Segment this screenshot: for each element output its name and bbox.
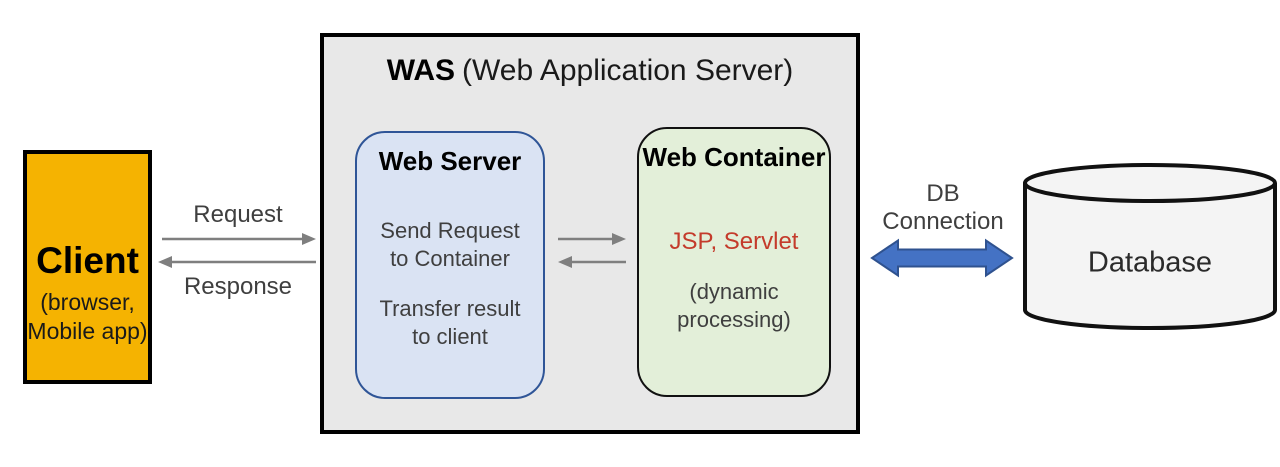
was-title-rest: (Web Application Server) [462, 54, 794, 87]
db-connection-label: DB Connection [882, 180, 1003, 236]
web-container-note-line1: (dynamic [689, 279, 779, 304]
client-title: Client [36, 240, 139, 281]
web-server-title: Web Server [378, 146, 522, 176]
web-container-note: (dynamic processing) [639, 278, 829, 334]
web-server-text-2-line1: Transfer result [379, 296, 521, 321]
web-server-text-1: Send Request to Container [357, 217, 543, 273]
db-connection-label-line2: Connection [882, 208, 1004, 235]
web-server-text-1-line1: Send Request [380, 218, 520, 243]
web-server-box: Web Server Send Request to Container Tra… [355, 131, 545, 399]
response-label: Response [183, 273, 293, 300]
client-subtitle-line2: Mobile app) [27, 318, 148, 344]
web-container-title: Web Container [642, 142, 826, 172]
web-server-text-2-line2: to client [412, 324, 488, 349]
web-server-text-1-line2: to Container [390, 246, 510, 271]
db-connection-arrow [870, 238, 1014, 278]
web-container-note-line2: processing) [677, 307, 791, 332]
web-container-highlight: JSP, Servlet [669, 228, 799, 255]
was-title-bold: WAS [386, 54, 456, 87]
client-subtitle: (browser, Mobile app) [27, 288, 147, 346]
db-connection-label-line1: DB [926, 180, 960, 207]
response-arrow [158, 256, 316, 268]
client-subtitle-line1: (browser, [40, 289, 135, 315]
was-title: WAS(Web Application Server) [320, 53, 860, 89]
request-arrow [162, 233, 316, 245]
request-label: Request [193, 201, 283, 228]
client-box: Client (browser, Mobile app) [23, 150, 152, 384]
web-server-text-2: Transfer result to client [357, 295, 543, 351]
web-container-box: Web Container JSP, Servlet (dynamic proc… [637, 127, 831, 397]
database-label: Database [1087, 246, 1213, 279]
